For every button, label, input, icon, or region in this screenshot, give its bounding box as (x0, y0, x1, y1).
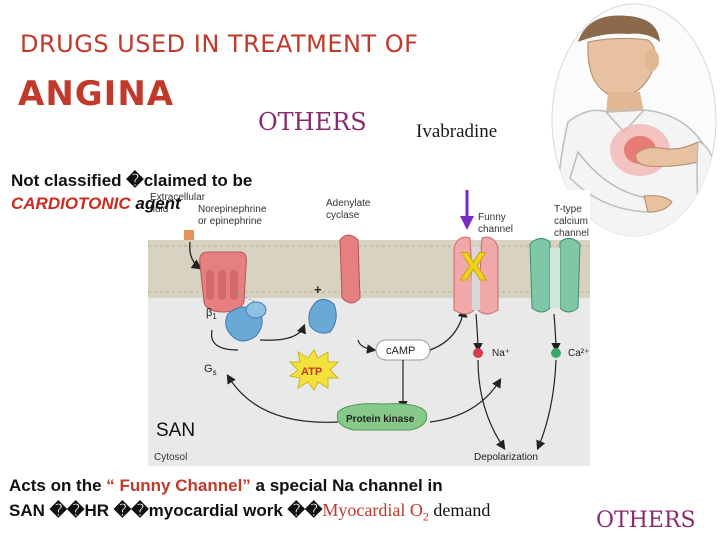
ca-ion (551, 348, 561, 358)
extracellular-fluid-label: Extracellular fluid (150, 192, 208, 215)
funny-channel-label: Funny channel (478, 212, 513, 235)
slide-title-line2: ANGINA (18, 74, 175, 114)
plus-sign: + (314, 282, 322, 297)
beta1-receptor: β1 (199, 251, 247, 321)
san-label: SAN (156, 420, 195, 441)
not-classified-text: Not classified �claimed to be (11, 171, 253, 190)
svg-text:Gs: Gs (204, 363, 217, 377)
cardiotonic-text: CARDIOTONIC agent (11, 194, 181, 214)
norepinephrine-molecule (184, 230, 194, 240)
acts-on-text: Acts on the “ Funny Channel” a special N… (9, 476, 443, 495)
svg-text:ATP: ATP (301, 366, 322, 378)
atp-burst: ATP (288, 349, 340, 391)
chest-pain-illustration (551, 3, 717, 237)
gs-protein: Gs (204, 293, 267, 377)
cardiotonic-word: CARDIOTONIC (11, 194, 131, 213)
na-label: Na⁺ (492, 348, 510, 359)
ca-label: Ca²⁺ (568, 348, 589, 359)
svg-text:β1: β1 (206, 307, 217, 321)
funny-channel-quote: “ Funny Channel” (106, 476, 251, 495)
agent-word: agent (130, 194, 181, 213)
t-type-channel-label: T-type calcium channel (554, 204, 590, 239)
funny-channel-diagram: Extracellular fluid Norepinephrine or ep… (148, 190, 590, 466)
protein-kinase: Protein kinase (336, 403, 428, 431)
slide-title-line1: DRUGS USED IN TREATMENT OF (20, 30, 419, 58)
x-block-mark: X (460, 245, 487, 289)
ivabradine-label: Ivabradine (416, 121, 498, 142)
others-footer: OTHERS (596, 508, 696, 533)
adenylate-cyclase (308, 234, 361, 334)
others-heading: OTHERS (258, 108, 367, 136)
svg-text:cAMP: cAMP (386, 345, 415, 357)
camp-box: cAMP (375, 339, 431, 361)
myocardial-o2-text: Myocardial O2 (322, 500, 429, 524)
svg-text:Protein kinase: Protein kinase (346, 414, 415, 425)
depolarization-label: Depolarization (474, 452, 538, 463)
na-ion (473, 348, 483, 358)
norepinephrine-label: Norepinephrine or epinephrine (198, 204, 269, 227)
san-effect-text: SAN ��HR ��myocardial work ��Myocardial … (9, 500, 491, 524)
ivabradine-arrow (460, 190, 474, 230)
adenylate-cyclase-label: Adenylate cyclase (326, 198, 373, 221)
t-type-calcium-channel (529, 238, 581, 313)
cytosol-label: Cytosol (154, 452, 187, 463)
funny-channel (453, 236, 499, 315)
